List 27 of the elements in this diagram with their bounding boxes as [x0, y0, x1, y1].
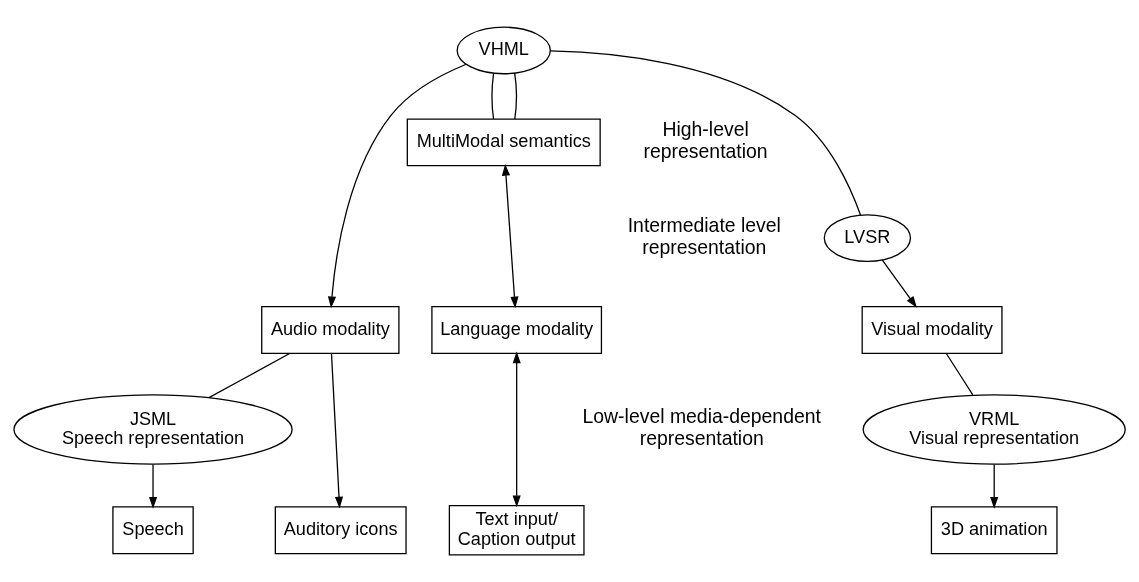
connector	[514, 72, 517, 120]
node-ellipse: VRML Visual representation	[862, 394, 1126, 465]
arrow	[327, 63, 467, 309]
node-box: Auditory icons	[274, 506, 407, 555]
arrow	[990, 463, 999, 509]
node-box: MultiModal semantics	[406, 118, 601, 167]
node-box: Audio modality	[261, 306, 400, 354]
arrow	[148, 463, 158, 509]
connector	[945, 353, 974, 396]
node-box: Speech	[112, 506, 194, 555]
connector	[208, 352, 291, 399]
node-ellipse: JSML Speech representation	[13, 394, 293, 465]
node-box: Text input/ Caption output	[448, 505, 585, 556]
arrow	[330, 352, 344, 509]
label: High-level representation	[643, 117, 768, 162]
node-ellipse: VHML	[456, 26, 551, 75]
label: Low-level media-dependent representation	[582, 405, 821, 449]
arrow	[512, 351, 521, 508]
node-box: Language modality	[431, 306, 603, 354]
connector	[549, 50, 862, 216]
node-box: Visual modality	[861, 306, 1003, 354]
node-box: 3D animation	[930, 506, 1058, 555]
arrow	[501, 164, 519, 309]
label: Intermediate level representation	[627, 213, 781, 258]
connector	[491, 72, 495, 120]
arrow	[881, 259, 917, 308]
node-ellipse: LVSR	[823, 214, 912, 263]
